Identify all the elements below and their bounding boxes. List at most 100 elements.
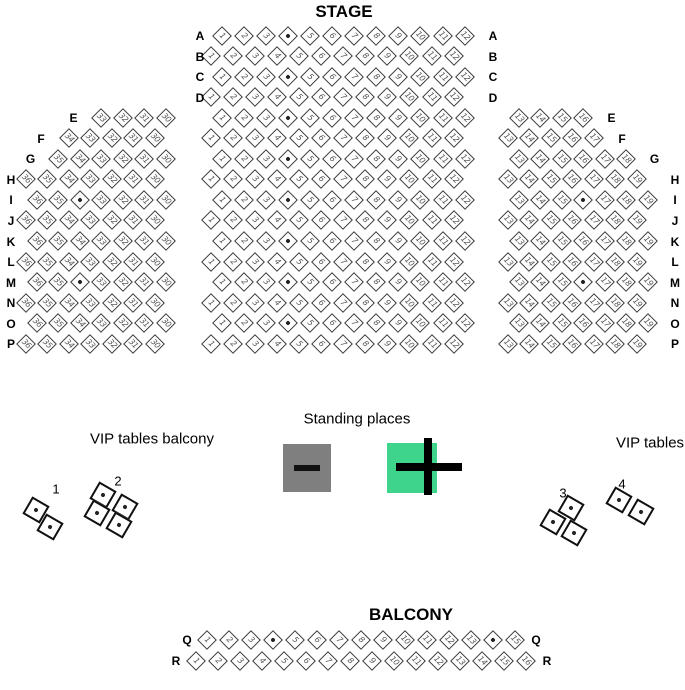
seat[interactable]: 1 bbox=[200, 169, 221, 190]
seat[interactable]: 12 bbox=[443, 46, 464, 66]
seat[interactable]: 6 bbox=[311, 46, 331, 66]
seat[interactable]: 32 bbox=[112, 231, 133, 251]
seat[interactable]: 10 bbox=[399, 46, 420, 66]
seat[interactable]: 15 bbox=[540, 251, 561, 272]
seat[interactable]: 2 bbox=[233, 25, 254, 46]
seat[interactable]: 9 bbox=[361, 650, 382, 671]
seat-unavailable[interactable] bbox=[573, 272, 593, 292]
seat[interactable]: 15 bbox=[540, 292, 561, 313]
seat[interactable]: 3 bbox=[255, 272, 276, 292]
seat[interactable]: 19 bbox=[626, 333, 647, 354]
seat[interactable]: 9 bbox=[388, 25, 409, 46]
seat[interactable]: 2 bbox=[233, 107, 254, 128]
seat[interactable]: 35 bbox=[37, 169, 57, 190]
seat[interactable]: 8 bbox=[366, 272, 387, 292]
seat[interactable]: 34 bbox=[58, 210, 79, 231]
seat[interactable]: 8 bbox=[355, 210, 376, 231]
seat[interactable]: 14 bbox=[519, 251, 539, 272]
seat[interactable]: 9 bbox=[377, 46, 398, 66]
seat[interactable]: 2 bbox=[222, 46, 243, 66]
seat[interactable]: 17 bbox=[583, 333, 604, 354]
seat[interactable]: 17 bbox=[583, 210, 604, 231]
seat[interactable]: 14 bbox=[530, 107, 550, 128]
seat[interactable]: 11 bbox=[432, 189, 453, 210]
seat[interactable]: 32 bbox=[112, 189, 133, 210]
seat[interactable]: 17 bbox=[583, 251, 604, 272]
seat[interactable]: 11 bbox=[421, 169, 442, 190]
seat[interactable]: 13 bbox=[508, 231, 529, 251]
vip-table-seat[interactable] bbox=[604, 485, 633, 514]
seat[interactable]: 12 bbox=[454, 189, 475, 210]
seat[interactable]: 10 bbox=[399, 87, 420, 108]
seat[interactable]: 6 bbox=[311, 251, 331, 272]
seat[interactable]: 15 bbox=[540, 169, 561, 190]
seat[interactable]: 10 bbox=[383, 650, 404, 671]
seat[interactable]: 17 bbox=[594, 148, 615, 169]
seat[interactable]: 4 bbox=[266, 128, 287, 149]
seat[interactable]: 10 bbox=[399, 333, 420, 354]
seat[interactable]: 9 bbox=[388, 107, 409, 128]
seat[interactable]: 3 bbox=[255, 313, 276, 334]
seat[interactable]: 19 bbox=[637, 313, 658, 334]
seat[interactable]: 15 bbox=[551, 189, 572, 210]
seat[interactable]: 30 bbox=[155, 313, 176, 334]
seat[interactable]: 14 bbox=[530, 148, 550, 169]
seat[interactable]: 11 bbox=[421, 251, 442, 272]
seat[interactable]: 12 bbox=[443, 210, 464, 231]
seat[interactable]: 1 bbox=[211, 66, 232, 87]
seat[interactable]: 32 bbox=[112, 148, 133, 169]
seat[interactable]: 34 bbox=[69, 148, 90, 169]
seat[interactable]: 16 bbox=[562, 251, 582, 272]
seat-unavailable[interactable] bbox=[277, 66, 298, 87]
decrease-standing-places-button[interactable] bbox=[283, 444, 331, 492]
seat[interactable]: 30 bbox=[144, 210, 165, 231]
seat[interactable]: 5 bbox=[288, 210, 309, 231]
seat[interactable]: 8 bbox=[366, 189, 387, 210]
seat[interactable]: 3 bbox=[244, 210, 265, 231]
seat[interactable]: 30 bbox=[155, 189, 176, 210]
seat[interactable]: 9 bbox=[388, 148, 409, 169]
seat[interactable]: 5 bbox=[299, 272, 320, 292]
seat[interactable]: 5 bbox=[299, 66, 320, 87]
seat[interactable]: 4 bbox=[266, 169, 287, 190]
seat[interactable]: 7 bbox=[344, 107, 364, 128]
seat[interactable]: 33 bbox=[91, 313, 111, 334]
seat[interactable]: 1 bbox=[211, 107, 232, 128]
seat[interactable]: 30 bbox=[144, 292, 165, 313]
seat[interactable]: 33 bbox=[80, 128, 100, 149]
seat[interactable]: 6 bbox=[311, 128, 331, 149]
seat[interactable]: 1 bbox=[200, 251, 221, 272]
seat[interactable]: 33 bbox=[80, 169, 100, 190]
seat[interactable]: 4 bbox=[266, 210, 287, 231]
seat[interactable]: 1 bbox=[200, 210, 221, 231]
seat[interactable]: 17 bbox=[583, 292, 604, 313]
seat[interactable]: 10 bbox=[410, 107, 431, 128]
seat[interactable]: 9 bbox=[388, 189, 409, 210]
seat[interactable]: 36 bbox=[15, 210, 36, 231]
seat[interactable]: 13 bbox=[497, 210, 518, 231]
seat[interactable]: 19 bbox=[626, 169, 647, 190]
seat[interactable]: 6 bbox=[306, 629, 327, 650]
seat[interactable]: 32 bbox=[101, 210, 122, 231]
seat[interactable]: 7 bbox=[344, 272, 364, 292]
seat[interactable]: 5 bbox=[288, 128, 309, 149]
seat[interactable]: 8 bbox=[366, 231, 387, 251]
seat[interactable]: 30 bbox=[144, 169, 165, 190]
seat[interactable]: 33 bbox=[80, 210, 100, 231]
seat[interactable]: 32 bbox=[112, 272, 133, 292]
seat[interactable]: 12 bbox=[454, 272, 475, 292]
seat[interactable]: 19 bbox=[626, 292, 647, 313]
seat[interactable]: 30 bbox=[144, 333, 165, 354]
seat[interactable]: 18 bbox=[605, 333, 625, 354]
seat[interactable]: 8 bbox=[355, 128, 376, 149]
seat[interactable]: 30 bbox=[155, 148, 176, 169]
seat[interactable]: 12 bbox=[443, 251, 464, 272]
seat[interactable]: 6 bbox=[322, 272, 342, 292]
seat[interactable]: 4 bbox=[266, 87, 287, 108]
seat[interactable]: 36 bbox=[26, 272, 47, 292]
seat[interactable]: 8 bbox=[355, 87, 376, 108]
seat[interactable]: 9 bbox=[377, 169, 398, 190]
seat[interactable]: 13 bbox=[449, 650, 470, 671]
seat[interactable]: 8 bbox=[339, 650, 360, 671]
seat[interactable]: 31 bbox=[134, 107, 154, 128]
